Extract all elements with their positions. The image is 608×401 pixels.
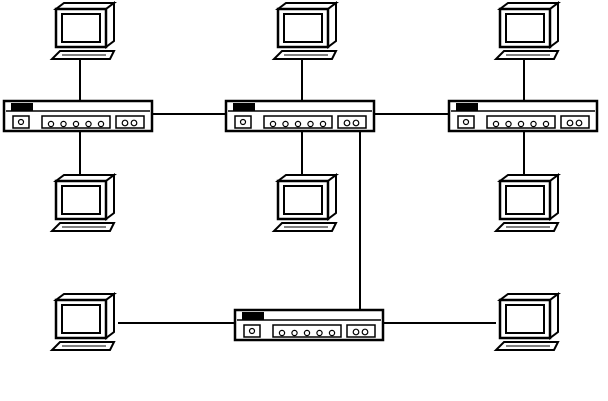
pc-7-computer-icon xyxy=(49,292,117,351)
pc-1-computer-icon xyxy=(49,1,117,60)
pc-6-computer-icon xyxy=(493,173,561,232)
pc-2-computer-icon xyxy=(271,1,339,60)
pc-3-computer-icon xyxy=(493,1,561,60)
pc-8-computer-icon xyxy=(493,292,561,351)
nodes-layer xyxy=(2,1,599,351)
hub-4-hub-icon xyxy=(233,308,385,342)
hub-1-hub-icon xyxy=(2,99,154,133)
hub-3-hub-icon xyxy=(447,99,599,133)
pc-5-computer-icon xyxy=(271,173,339,232)
pc-4-computer-icon xyxy=(49,173,117,232)
links-layer xyxy=(79,57,525,324)
hub-2-hub-icon xyxy=(224,99,376,133)
